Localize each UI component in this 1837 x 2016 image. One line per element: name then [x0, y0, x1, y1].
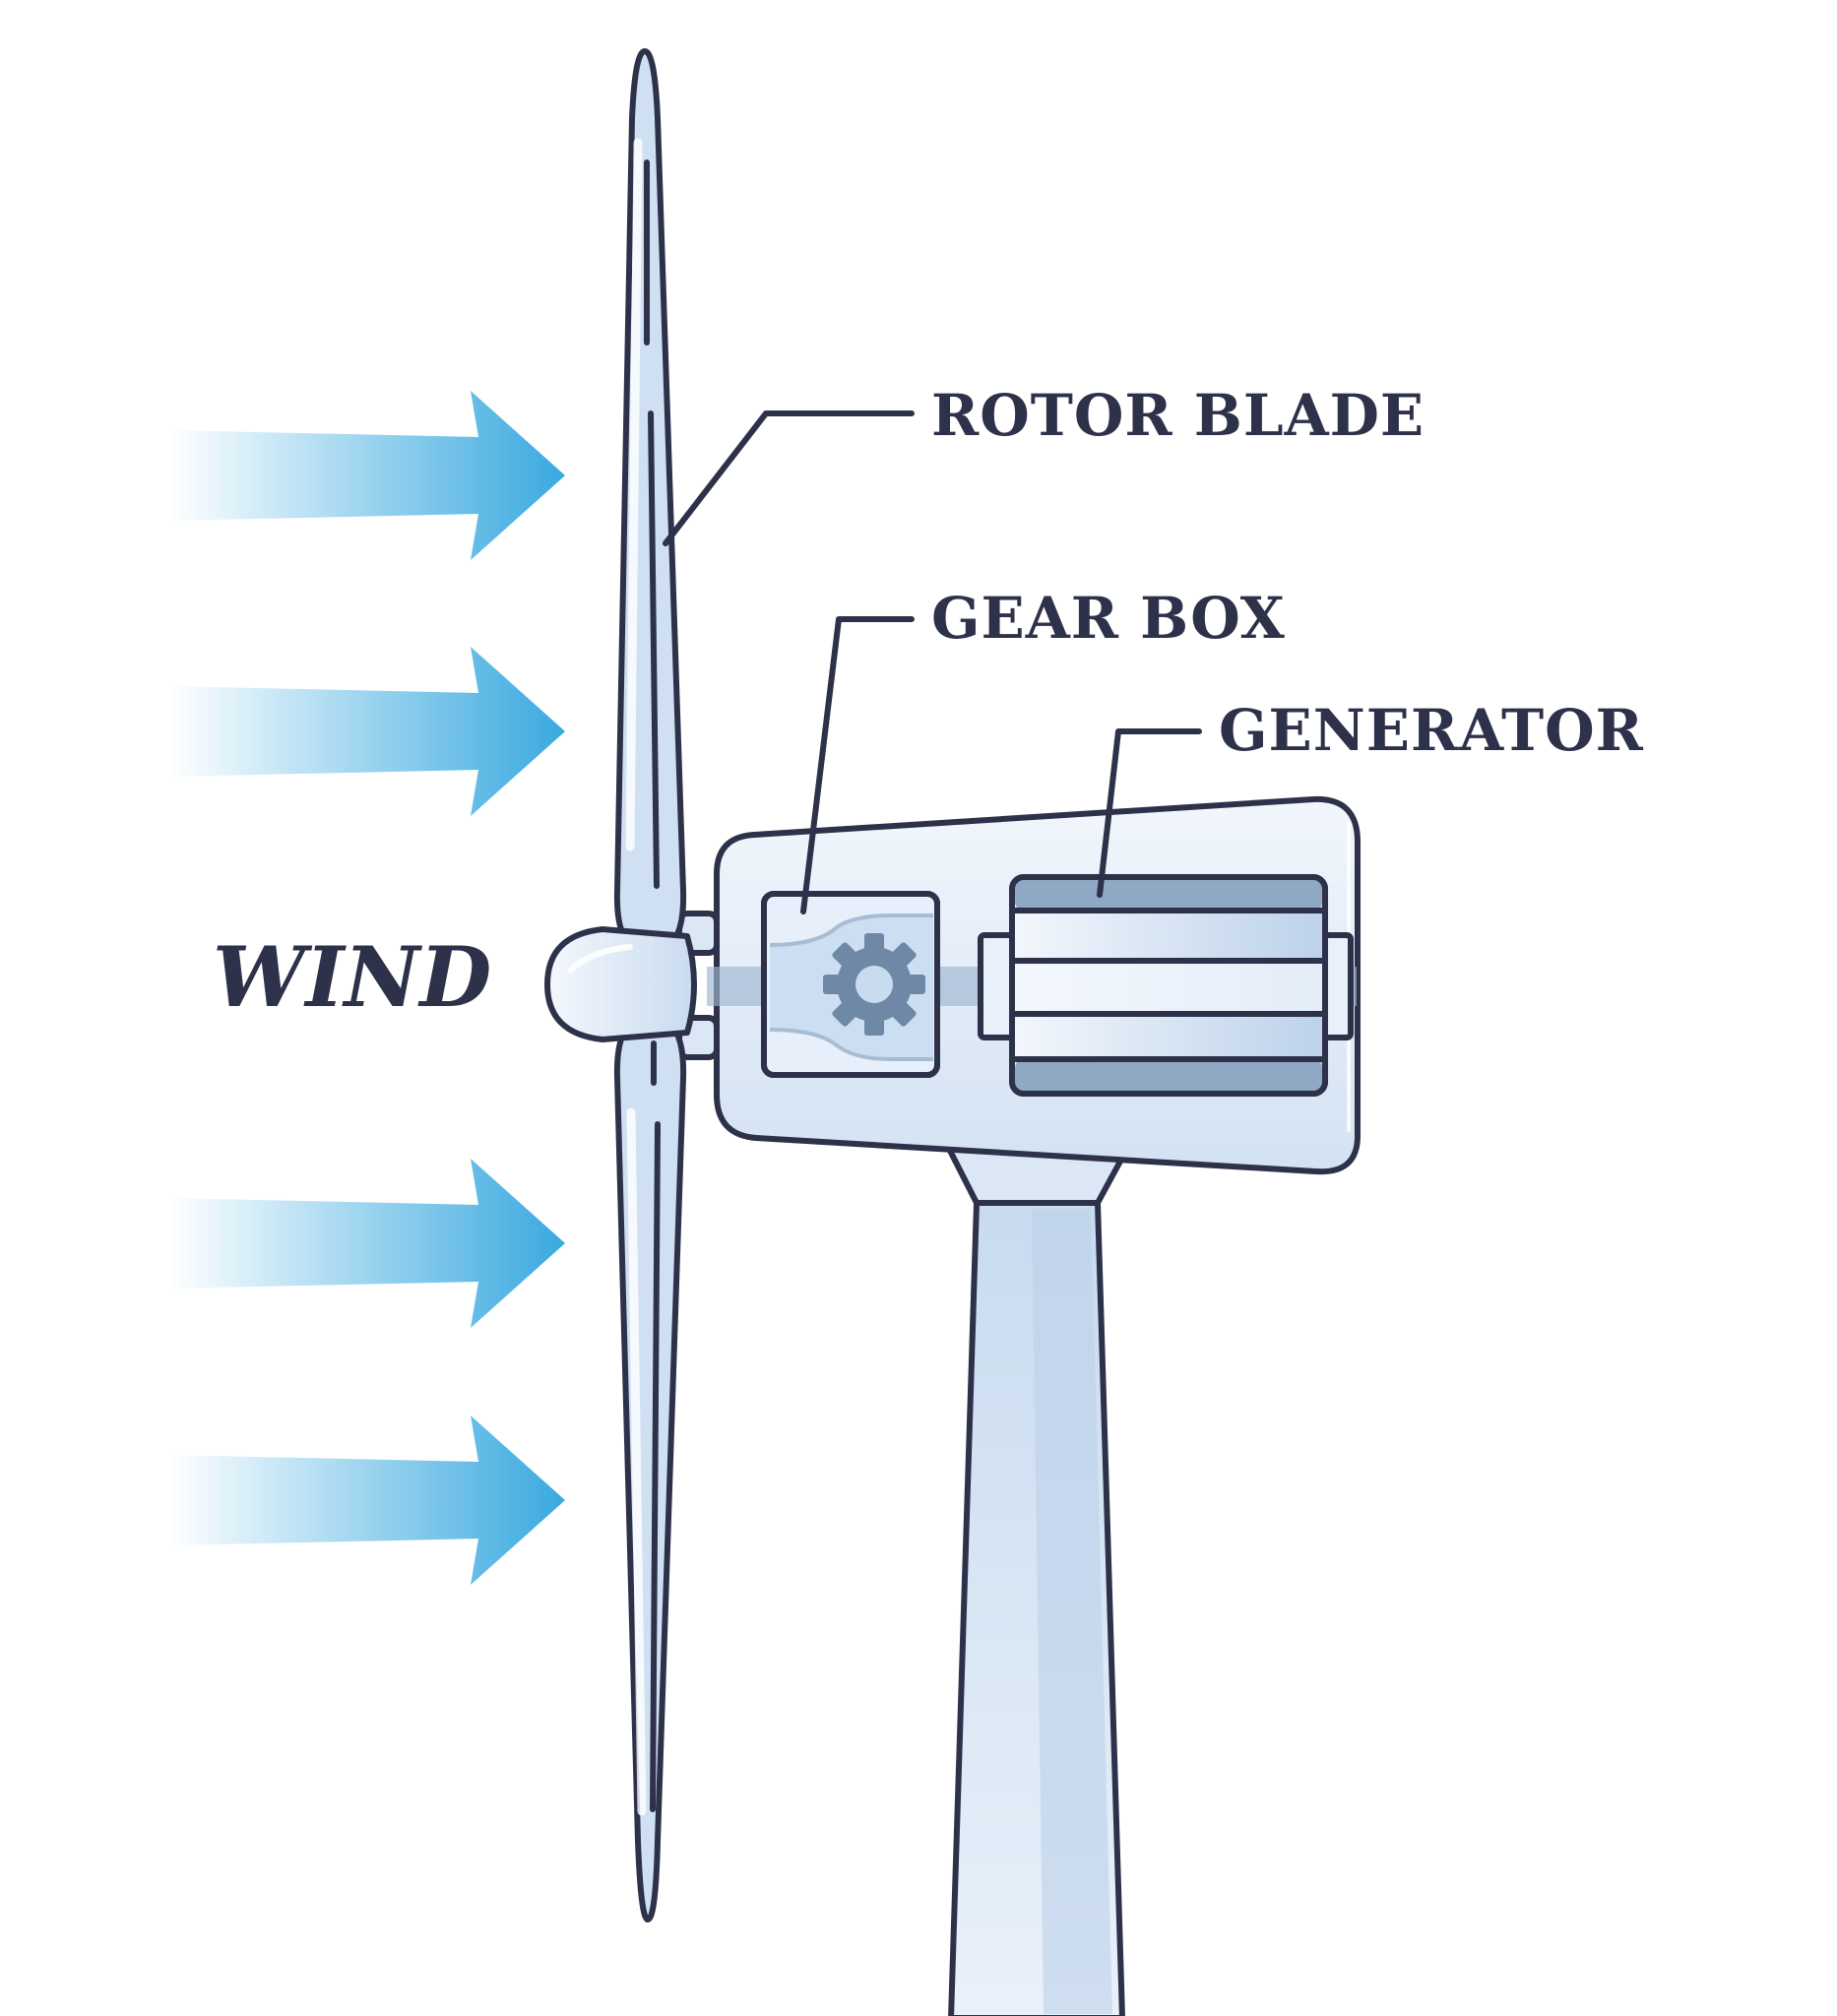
wind-label: WIND	[213, 928, 491, 1026]
wind-arrow-icon	[169, 1416, 565, 1585]
rotor-blade-leader	[663, 410, 915, 546]
tower	[944, 1142, 1132, 2016]
generator-label: GENERATOR	[1219, 697, 1644, 764]
gear-icon	[823, 933, 925, 1036]
wind-arrow-icon	[169, 1159, 565, 1328]
labels: ROTOR BLADE GEAR BOX GENERATOR WIND	[213, 382, 1644, 1026]
gear-box-label: GEAR BOX	[931, 585, 1286, 652]
wind-arrows	[169, 391, 565, 1585]
generator	[1009, 874, 1328, 1097]
callout-lines	[663, 410, 1202, 914]
generator-leader	[1097, 728, 1202, 898]
wind-arrow-icon	[169, 391, 565, 560]
rotor-blade-label: ROTOR BLADE	[931, 382, 1425, 449]
gear-box-leader	[800, 616, 915, 914]
gear-box	[761, 891, 940, 1078]
wind-arrow-icon	[169, 647, 565, 816]
rotor	[544, 48, 720, 1922]
